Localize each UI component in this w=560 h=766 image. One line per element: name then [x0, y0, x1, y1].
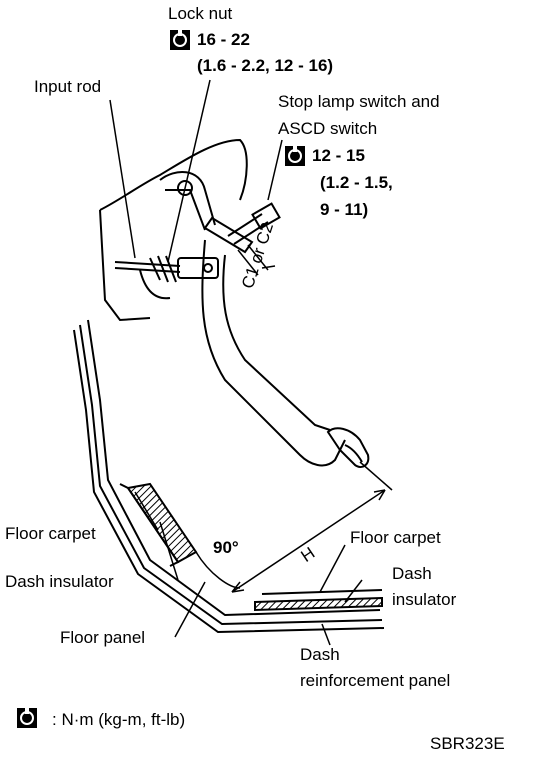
stop-lamp-switch-label: Stop lamp switch and	[278, 92, 440, 111]
pedal-bracket	[99, 138, 248, 322]
dash-reinforcement-label-2: reinforcement panel	[300, 671, 451, 690]
dash-insulator-right-label-2: insulator	[392, 590, 457, 609]
dash-insulator-right-shape	[254, 596, 383, 612]
torque-wrench-icon	[285, 146, 305, 166]
stop-lamp-torque-alt2: 9 - 11)	[320, 200, 369, 219]
dash-insulator-left-label: Dash insulator	[5, 572, 114, 591]
stop-lamp-torque: 12 - 15	[312, 146, 365, 165]
ascd-switch-label: ASCD switch	[278, 119, 378, 138]
angle-arc	[195, 551, 241, 589]
angle-label: 90°	[213, 538, 239, 557]
leader-lines	[109, 79, 363, 646]
floor-carpet-left-shape	[119, 483, 180, 567]
floor-carpet-right-label: Floor carpet	[350, 528, 441, 547]
dash-panel	[73, 319, 385, 634]
torque-wrench-icon	[170, 30, 190, 50]
floor-carpet-right-shape	[261, 589, 383, 595]
floor-carpet-left-label: Floor carpet	[5, 524, 96, 543]
lock-nut-torque-alt: (1.6 - 2.2, 12 - 16)	[197, 56, 334, 75]
height-dimension	[231, 461, 393, 593]
dash-insulator-right-label-1: Dash	[392, 564, 432, 583]
brake-pedal-arm	[201, 239, 370, 468]
torque-wrench-icon	[17, 708, 37, 728]
dash-reinforcement-label-1: Dash	[300, 645, 340, 664]
input-rod	[114, 255, 219, 300]
input-rod-label: Input rod	[34, 77, 102, 96]
stop-lamp-switch	[203, 202, 281, 254]
floor-panel-label: Floor panel	[60, 628, 146, 647]
clearance-mark	[237, 244, 276, 276]
stop-lamp-torque-alt1: (1.2 - 1.5,	[320, 173, 393, 192]
lock-nut-torque: 16 - 22	[197, 30, 250, 49]
legend-units: : N·m (kg-m, ft-lb)	[52, 710, 186, 729]
dash-insulator-left-shape	[126, 482, 198, 564]
figure-code: SBR323E	[430, 734, 505, 753]
lock-nut-label: Lock nut	[168, 4, 233, 23]
